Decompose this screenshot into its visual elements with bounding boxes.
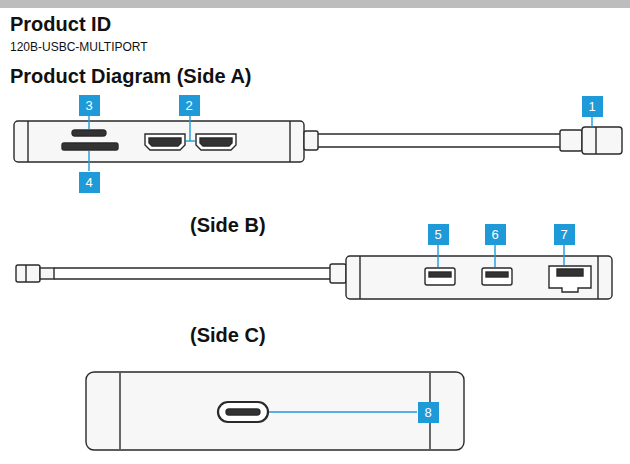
top-bar — [0, 0, 630, 8]
callout-number: 6 — [485, 224, 506, 245]
side-a-hub — [14, 121, 622, 162]
callout-number: 8 — [418, 402, 439, 423]
callout-number-text: 7 — [560, 227, 567, 242]
callout-number-text: 1 — [588, 99, 595, 114]
section-heading: Product Diagram (Side A) — [10, 64, 252, 88]
callout-number: 5 — [428, 224, 449, 245]
section-heading: (Side B) — [190, 213, 266, 237]
section-heading: (Side C) — [190, 323, 266, 347]
product-code: 120B-USBC-MULTIPORT — [10, 40, 148, 54]
callout-number-text: 2 — [185, 98, 192, 113]
callout-number-text: 5 — [434, 227, 441, 242]
callout-number-text: 6 — [491, 227, 498, 242]
callout-number: 3 — [79, 95, 100, 116]
leader-lines — [89, 116, 592, 412]
callout-number: 2 — [179, 95, 200, 116]
side-c-hub — [86, 372, 464, 450]
callout-number: 4 — [79, 172, 100, 193]
callout-number: 7 — [554, 224, 575, 245]
product-id-heading: Product ID — [10, 12, 111, 36]
callout-number-text: 8 — [424, 405, 431, 420]
callout-number: 1 — [582, 96, 603, 117]
callout-number-text: 3 — [85, 98, 92, 113]
callout-number-text: 4 — [85, 175, 92, 190]
side-b-hub — [16, 256, 612, 299]
